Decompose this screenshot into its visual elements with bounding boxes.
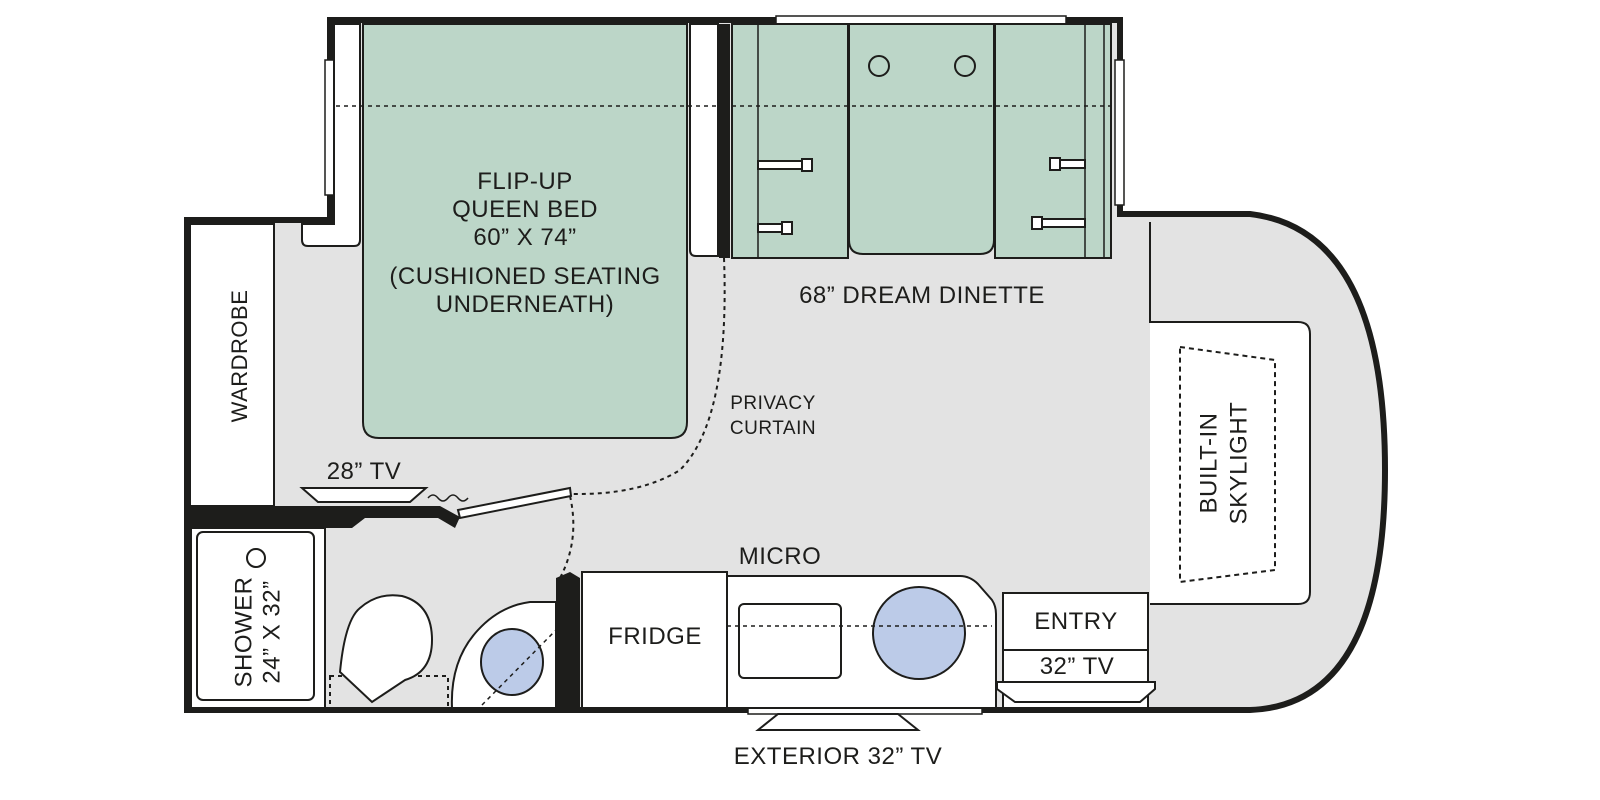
exterior-wall xyxy=(184,17,1389,713)
entry-label: ENTRY xyxy=(1034,608,1117,635)
privacy-curtain-label-line2: CURTAIN xyxy=(730,418,816,439)
bathroom-sink xyxy=(450,601,557,709)
shower xyxy=(190,527,326,709)
bed-label-line4: (CUSHIONED SEATING xyxy=(389,263,660,290)
micro-label: MICRO xyxy=(739,543,822,570)
fridge xyxy=(581,571,728,709)
exterior-tv-label: EXTERIOR 32” TV xyxy=(734,743,942,770)
bed-partition xyxy=(719,24,730,258)
fridge-label: FRIDGE xyxy=(608,623,702,650)
bedroom-tv-label: 28” TV xyxy=(327,458,402,485)
bed-label-line2: QUEEN BED xyxy=(452,196,598,223)
shower-label-line1: SHOWER xyxy=(230,577,257,688)
exterior-tv xyxy=(755,713,921,731)
galley-counter xyxy=(726,575,997,709)
bed-label-line1: FLIP-UP xyxy=(477,168,573,195)
dinette-label: 68” DREAM DINETTE xyxy=(799,282,1045,309)
labels: FLIP-UP QUEEN BED 60” X 74” (CUSHIONED S… xyxy=(227,168,1253,770)
bed-side-panels xyxy=(301,23,719,257)
bathroom-door xyxy=(427,486,575,579)
skylight-label-line2: SKYLIGHT xyxy=(1225,402,1252,525)
bathroom-wall xyxy=(190,506,580,710)
wardrobe-label: WARDROBE xyxy=(227,290,252,423)
toilet xyxy=(329,594,449,709)
privacy-curtain-label-line1: PRIVACY xyxy=(730,393,816,414)
skylight-label-line1: BUILT-IN xyxy=(1195,413,1222,514)
entry xyxy=(996,592,1156,709)
dream-dinette xyxy=(731,23,1112,259)
bed-label-line5: UNDERNEATH) xyxy=(436,291,614,318)
bed-label-line3: 60” X 74” xyxy=(473,224,576,251)
bedroom-tv xyxy=(299,487,429,503)
queen-bed xyxy=(336,23,716,439)
entry-tv-label: 32” TV xyxy=(1040,653,1115,680)
cab-area xyxy=(1149,222,1311,605)
shower-label-line2: 24” X 32” xyxy=(258,580,285,683)
